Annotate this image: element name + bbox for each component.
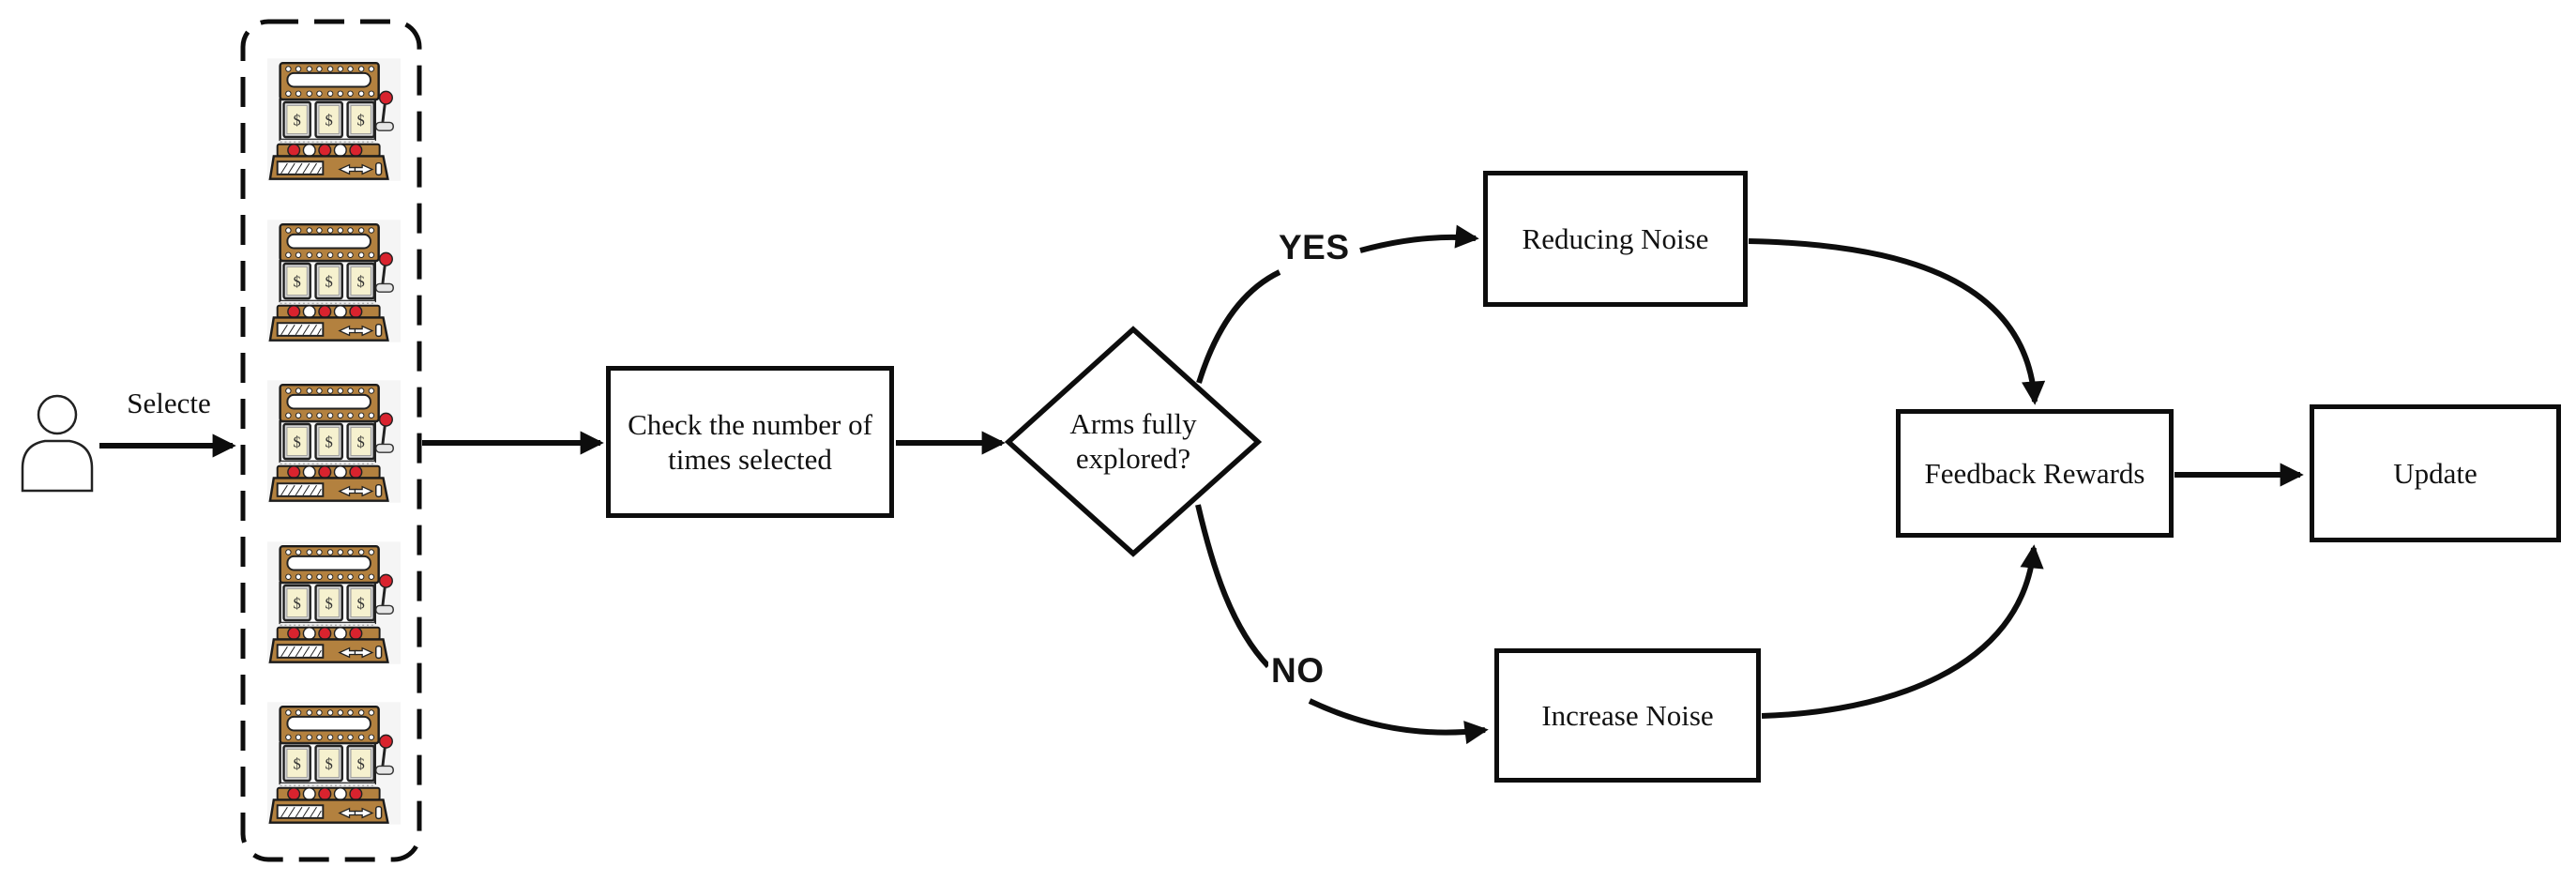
yes-curve-from-decision bbox=[1196, 269, 1281, 384]
decision-line2: explored? bbox=[1075, 442, 1191, 475]
slot-machine-icon bbox=[267, 220, 401, 342]
select-action-label: Selecte bbox=[127, 387, 211, 419]
no-curve-from-decision bbox=[1195, 504, 1271, 669]
slot-machine-icon bbox=[267, 58, 401, 181]
yes-arrow-to-reduce bbox=[1359, 224, 1479, 253]
slot-machine-icon bbox=[267, 702, 401, 825]
increase-noise-label: Increase Noise bbox=[1541, 699, 1714, 732]
feedback-rewards-box: Feedback Rewards bbox=[1896, 409, 2174, 538]
curve-reduce-to-feedback bbox=[1748, 238, 2046, 405]
check-box-line1: Check the number of bbox=[628, 408, 872, 441]
decision-line1: Arms fully bbox=[1069, 407, 1197, 440]
update-box: Update bbox=[2310, 404, 2561, 542]
reducing-noise-label: Reducing Noise bbox=[1522, 222, 1709, 255]
curve-increase-to-feedback bbox=[1761, 544, 2044, 719]
feedback-rewards-label: Feedback Rewards bbox=[1924, 457, 2145, 490]
increase-noise-box: Increase Noise bbox=[1494, 648, 1761, 783]
update-label: Update bbox=[2393, 457, 2478, 490]
slot-machine-icon bbox=[267, 380, 401, 503]
no-arrow-to-increase bbox=[1308, 698, 1489, 745]
slot-machine-icon bbox=[267, 541, 401, 664]
check-times-selected-box: Check the number of times selected bbox=[606, 366, 894, 518]
yes-branch-label: YES bbox=[1276, 230, 1353, 265]
decision-label: Arms fully explored? bbox=[1021, 406, 1246, 476]
no-branch-label: NO bbox=[1268, 653, 1327, 688]
check-box-line2: times selected bbox=[668, 443, 832, 476]
decision-diamond bbox=[1004, 326, 1263, 557]
reducing-noise-box: Reducing Noise bbox=[1483, 171, 1748, 307]
user-icon bbox=[21, 394, 94, 493]
arm-group-dashed-border bbox=[240, 19, 422, 862]
